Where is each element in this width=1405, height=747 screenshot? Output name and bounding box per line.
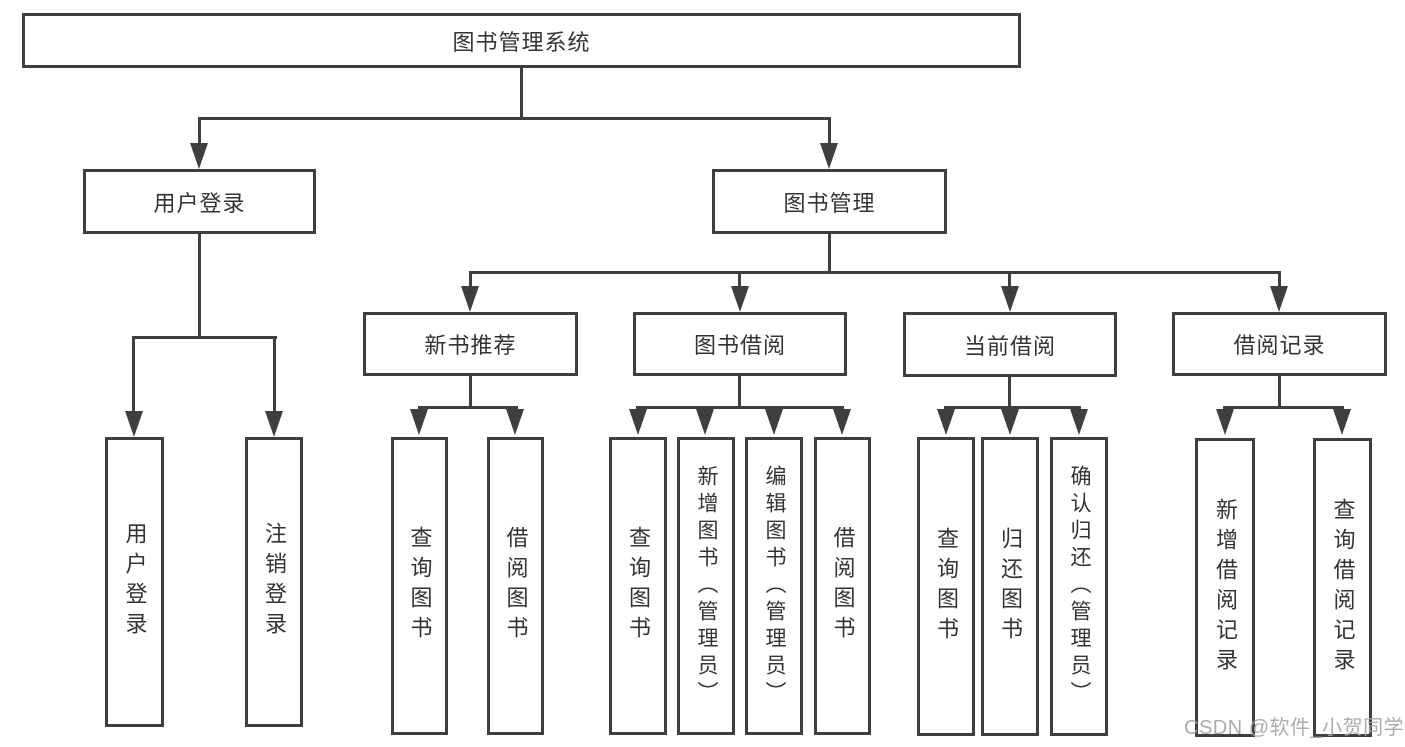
- leaf-add-borrow-record: 新增借阅记录: [1195, 438, 1255, 737]
- leaf-query-books-1: 查询图书: [391, 437, 448, 735]
- arrowhead-down-icon: [1070, 409, 1088, 435]
- connector-line: [1278, 375, 1281, 409]
- connector-line: [132, 336, 135, 413]
- node-label: 新书推荐: [424, 333, 517, 358]
- connector-line: [738, 375, 741, 409]
- leaf-logout: 注销登录: [245, 437, 303, 727]
- arrowhead-down-icon: [1270, 286, 1288, 312]
- arrowhead-down-icon: [696, 409, 714, 435]
- arrowhead-down-icon: [820, 143, 838, 169]
- arrowhead-down-icon: [461, 286, 479, 312]
- arrowhead-down-icon: [190, 143, 208, 169]
- connector-line: [1223, 406, 1344, 409]
- node-new-book-recommend: 新书推荐: [363, 312, 578, 376]
- node-label: 图书管理: [783, 190, 876, 216]
- leaf-edit-books-admin: 编辑图书（管理员）: [745, 437, 803, 735]
- node-label: 借阅记录: [1233, 333, 1326, 358]
- leaf-add-books-admin: 新增图书（管理员）: [677, 437, 735, 735]
- connector-line: [198, 117, 201, 145]
- node-label: 新增图书（管理员）: [695, 464, 718, 708]
- leaf-borrow-books-2: 借阅图书: [814, 437, 871, 735]
- arrowhead-down-icon: [1216, 409, 1234, 435]
- node-label: 用户登录: [153, 190, 246, 216]
- node-current-borrow: 当前借阅: [903, 312, 1117, 377]
- node-label: 注销登录: [262, 522, 287, 642]
- arrowhead-down-icon: [629, 409, 647, 435]
- node-label: 借阅图书: [830, 526, 856, 646]
- connector-line: [738, 271, 741, 286]
- node-label: 用户登录: [122, 522, 148, 642]
- connector-line: [469, 271, 472, 286]
- connector-line: [132, 336, 277, 339]
- arrowhead-down-icon: [410, 409, 428, 435]
- node-book-management: 图书管理: [712, 169, 947, 234]
- connector-line: [469, 271, 1281, 274]
- arrowhead-down-icon: [125, 411, 143, 437]
- arrowhead-down-icon: [1001, 286, 1019, 312]
- leaf-return-books: 归还图书: [981, 437, 1039, 736]
- node-label: 归还图书: [998, 526, 1023, 647]
- connector-line: [469, 375, 472, 409]
- node-book-borrow: 图书借阅: [633, 312, 847, 376]
- node-label: 查询借阅记录: [1330, 497, 1356, 678]
- connector-line: [198, 117, 831, 120]
- connector-line: [1008, 271, 1011, 286]
- csdn-watermark: CSDN @软件_小贺同学: [1184, 717, 1405, 739]
- connector-line: [1278, 271, 1281, 286]
- connector-line: [1008, 375, 1011, 409]
- node-borrow-records: 借阅记录: [1172, 312, 1387, 376]
- leaf-query-borrow-record: 查询借阅记录: [1313, 438, 1372, 737]
- arrowhead-down-icon: [265, 411, 283, 437]
- arrowhead-down-icon: [833, 409, 851, 435]
- leaf-query-books-3: 查询图书: [917, 437, 975, 736]
- node-label: 当前借阅: [963, 333, 1056, 359]
- node-label: 确认归还（管理员）: [1068, 465, 1091, 708]
- arrowhead-down-icon: [1333, 409, 1351, 435]
- node-label: 图书管理系统: [452, 29, 591, 55]
- node-label: 查询图书: [934, 526, 959, 647]
- node-label: 查询图书: [626, 526, 651, 646]
- arrowhead-down-icon: [1001, 409, 1019, 435]
- node-label: 新增借阅记录: [1213, 497, 1238, 678]
- node-library-management-system: 图书管理系统: [22, 13, 1021, 68]
- leaf-user-login: 用户登录: [105, 437, 164, 727]
- arrowhead-down-icon: [937, 409, 955, 435]
- leaf-query-books-2: 查询图书: [609, 437, 667, 735]
- arrowhead-down-icon: [765, 409, 783, 435]
- connector-line: [636, 406, 844, 409]
- connector-line: [520, 68, 523, 117]
- node-label: 借阅图书: [503, 526, 529, 646]
- connector-line: [198, 233, 201, 338]
- connector-line: [828, 117, 831, 145]
- connector-line: [418, 406, 518, 409]
- node-user-login: 用户登录: [83, 169, 316, 234]
- arrowhead-down-icon: [731, 286, 749, 312]
- arrowhead-down-icon: [506, 409, 524, 435]
- leaf-borrow-books-1: 借阅图书: [487, 437, 544, 735]
- node-label: 编辑图书（管理员）: [763, 464, 786, 708]
- connector-line: [273, 336, 276, 413]
- node-label: 查询图书: [407, 526, 433, 646]
- connector-line: [944, 406, 1081, 409]
- leaf-confirm-return-admin: 确认归还（管理员）: [1050, 437, 1108, 736]
- connector-line: [828, 234, 831, 273]
- node-label: 图书借阅: [693, 333, 786, 358]
